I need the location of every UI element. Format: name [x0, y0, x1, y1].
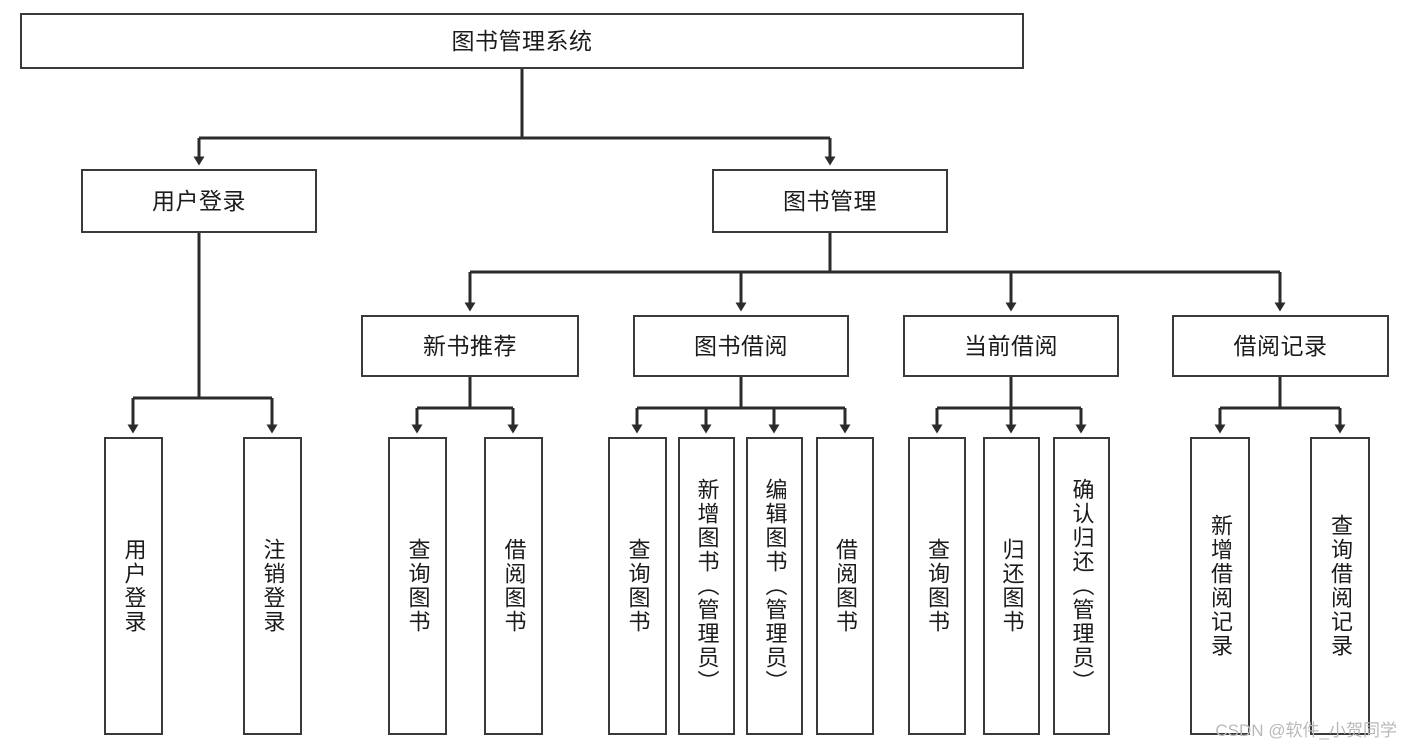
node-leaf-edit-book-label: 编辑图书（管理员） [762, 478, 788, 694]
node-leaf-borrow-book[interactable]: 借阅图书 [816, 437, 874, 735]
node-leaf-add-book-label: 新增图书（管理员） [694, 478, 720, 694]
node-leaf-query-book-borrow[interactable]: 查询图书 [608, 437, 667, 735]
node-current-borrow-label: 当前借阅 [964, 332, 1058, 359]
node-borrow-record[interactable]: 借阅记录 [1172, 315, 1389, 377]
node-leaf-borrow-book-recommend[interactable]: 借阅图书 [484, 437, 543, 735]
node-leaf-add-book[interactable]: 新增图书（管理员） [678, 437, 735, 735]
node-leaf-add-borrow-record-label: 新增借阅记录 [1208, 514, 1233, 658]
node-book-borrow-label: 图书借阅 [694, 332, 788, 359]
node-user-login[interactable]: 用户登录 [81, 169, 317, 233]
node-book-manage[interactable]: 图书管理 [712, 169, 948, 233]
node-leaf-user-login-label: 用户登录 [121, 538, 147, 634]
node-leaf-query-book-recommend[interactable]: 查询图书 [388, 437, 447, 735]
node-book-borrow[interactable]: 图书借阅 [633, 315, 849, 377]
node-current-borrow[interactable]: 当前借阅 [903, 315, 1119, 377]
node-user-login-label: 用户登录 [152, 187, 246, 214]
node-leaf-edit-book[interactable]: 编辑图书（管理员） [746, 437, 803, 735]
node-leaf-confirm-return[interactable]: 确认归还（管理员） [1053, 437, 1110, 735]
node-leaf-logout-login[interactable]: 注销登录 [243, 437, 302, 735]
node-leaf-borrow-book-recommend-label: 借阅图书 [501, 538, 527, 634]
node-leaf-borrow-book-label: 借阅图书 [833, 538, 858, 634]
node-book-manage-label: 图书管理 [783, 187, 877, 214]
node-borrow-record-label: 借阅记录 [1233, 332, 1328, 359]
node-new-book-recommend-label: 新书推荐 [423, 332, 517, 359]
node-leaf-confirm-return-label: 确认归还（管理员） [1069, 478, 1095, 694]
node-leaf-return-book-label: 归还图书 [999, 538, 1025, 634]
node-leaf-query-borrow-record[interactable]: 查询借阅记录 [1310, 437, 1370, 735]
node-root-label: 图书管理系统 [451, 27, 593, 54]
node-leaf-query-book-borrow-label: 查询图书 [625, 538, 651, 634]
node-leaf-query-book-current[interactable]: 查询图书 [908, 437, 966, 735]
node-leaf-logout-login-label: 注销登录 [260, 538, 286, 634]
node-leaf-add-borrow-record[interactable]: 新增借阅记录 [1190, 437, 1250, 735]
csdn-watermark: CSDN @软件_小贺同学 [1215, 721, 1397, 740]
node-leaf-user-login[interactable]: 用户登录 [104, 437, 163, 735]
node-root[interactable]: 图书管理系统 [20, 13, 1024, 69]
node-leaf-query-book-current-label: 查询图书 [925, 538, 950, 634]
node-leaf-query-book-recommend-label: 查询图书 [405, 538, 431, 634]
node-leaf-query-borrow-record-label: 查询借阅记录 [1328, 514, 1353, 658]
node-leaf-return-book[interactable]: 归还图书 [983, 437, 1040, 735]
node-new-book-recommend[interactable]: 新书推荐 [361, 315, 579, 377]
